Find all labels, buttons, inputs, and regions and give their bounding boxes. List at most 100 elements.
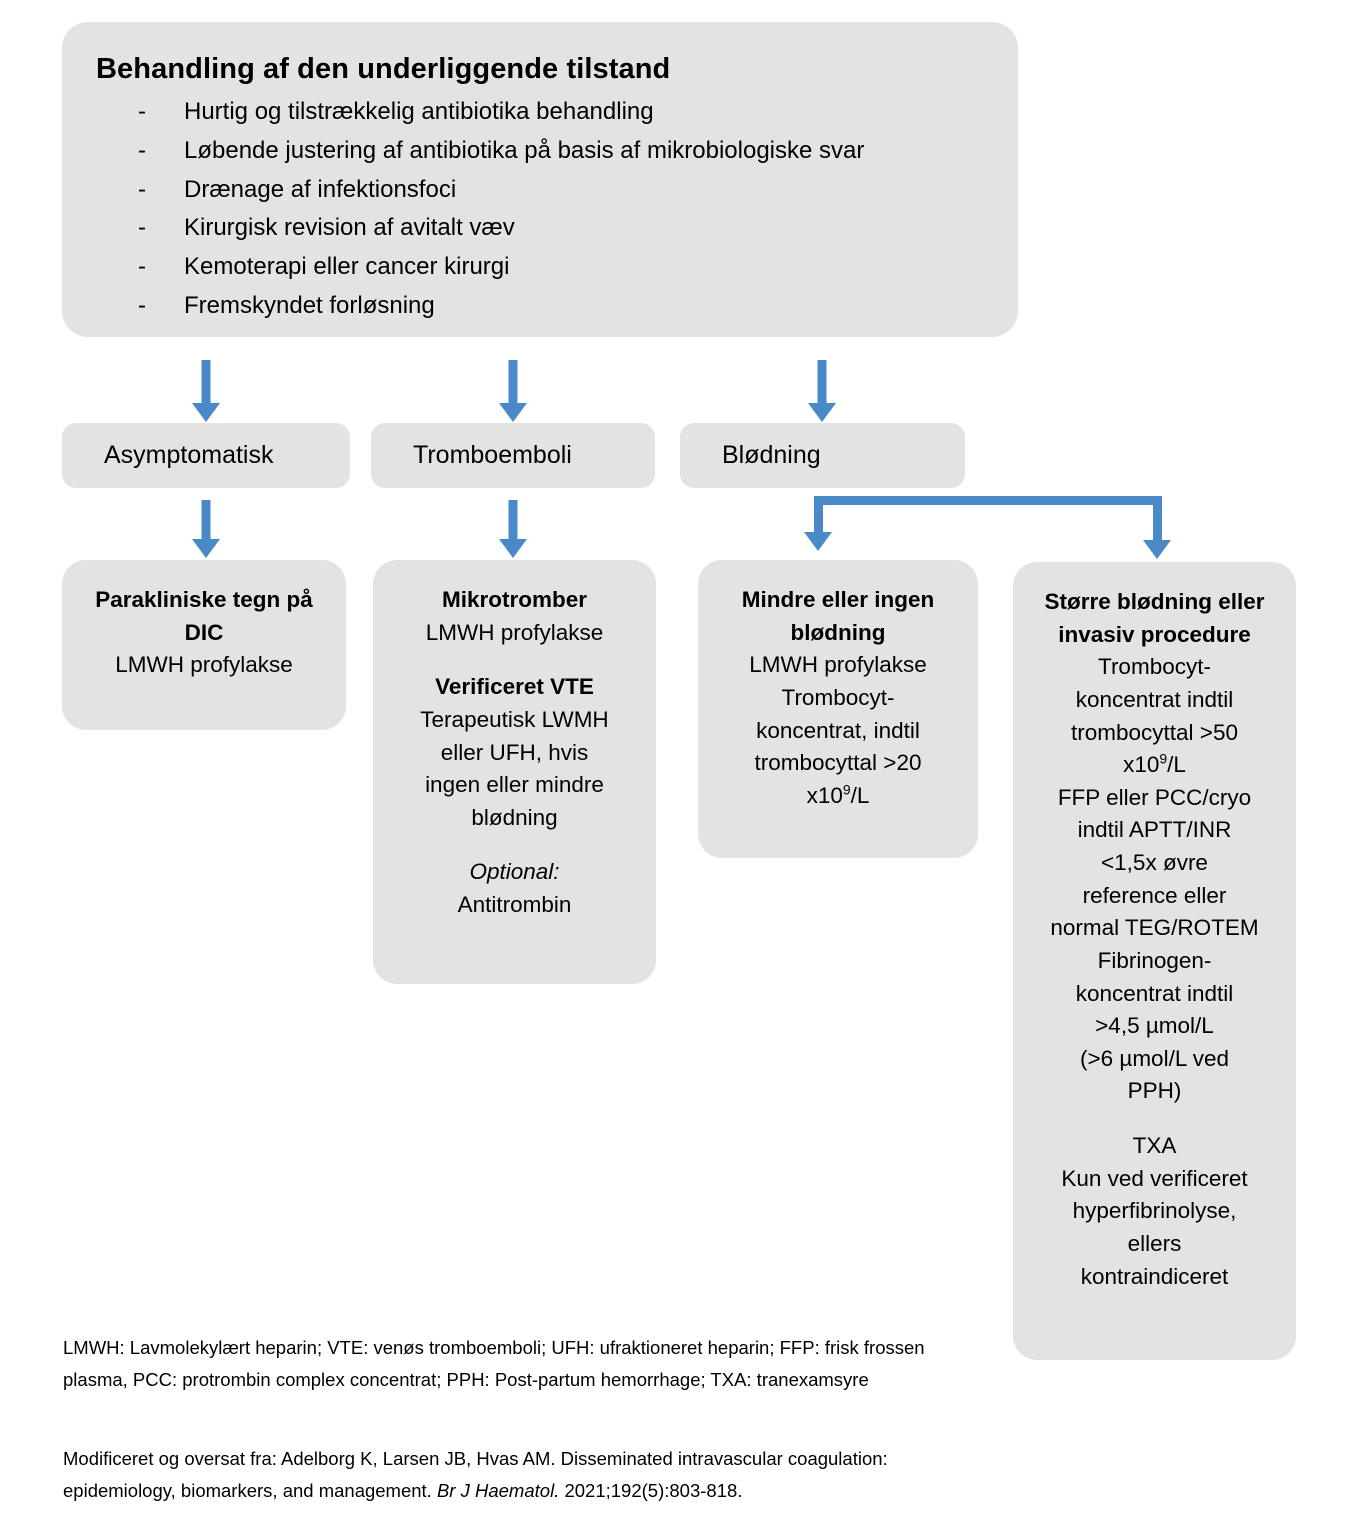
detail-line: blødning <box>471 804 558 830</box>
arrow-stem <box>201 360 211 404</box>
list-item-label: Drænage af infektionsfoci <box>184 175 457 203</box>
list-item-label: Fremskyndet forløsning <box>184 292 435 320</box>
detail-line: trombocyttal >50 <box>1071 719 1238 745</box>
detail-line: PPH) <box>1127 1078 1182 1104</box>
unit-prefix: x10 <box>1123 752 1160 778</box>
detail-line: Terapeutisk LWMH <box>420 706 609 732</box>
arrow-blodning-split <box>804 496 1171 562</box>
list-item-label: Kemoterapi eller cancer kirurgi <box>184 253 510 281</box>
detail-line: LMWH profylakse <box>425 619 604 645</box>
detail-line: indtil APTT/INR <box>1077 817 1232 843</box>
detail-line: ellers <box>1127 1230 1182 1256</box>
detail-line: TXA <box>1132 1133 1177 1158</box>
detail-line: koncentrat indtil <box>1075 686 1234 712</box>
detail-box-parakliniske: Parakliniske tegn på DIC LMWH profylakse <box>62 560 346 730</box>
arrow-head <box>499 539 527 558</box>
detail-line: LMWH profylakse <box>749 652 927 678</box>
arrow-head <box>499 403 527 422</box>
detail-line: koncentrat indtil <box>1075 980 1234 1006</box>
detail-line: LMWH profylakse <box>115 652 293 678</box>
detail-line: FFP eller PCC/cryo <box>1057 784 1252 810</box>
bullet-dash: - <box>138 175 146 203</box>
footnote-abbreviations: LMWH: Lavmolekylært heparin; VTE: venøs … <box>63 1337 925 1390</box>
list-item: - Kemoterapi eller cancer kirurgi <box>138 248 984 287</box>
detail-box-mindre-blodning: Mindre eller ingen blødning LMWH profyla… <box>698 560 978 858</box>
detail-line: Trombocyt- <box>781 684 895 710</box>
arrow-head <box>192 403 220 422</box>
detail-optional-value: Antitrombin <box>457 892 572 917</box>
arrow-right-drop <box>1153 496 1162 541</box>
detail-line: ingen eller mindre <box>425 772 604 798</box>
unit-prefix: x10 <box>806 782 843 808</box>
detail-line: hyperfibrinolyse, <box>1072 1198 1237 1224</box>
arrow-asymptomatisk-to-parakliniske <box>181 500 231 560</box>
arrow-head <box>808 403 836 422</box>
category-box-asymptomatisk: Asymptomatisk <box>62 423 350 488</box>
detail-line: koncentrat, indtil <box>756 717 920 743</box>
list-item: - Drænage af infektionsfoci <box>138 171 984 210</box>
detail-line: normal TEG/ROTEM <box>1050 915 1259 941</box>
treatment-box: Behandling af den underliggende tilstand… <box>62 22 1018 337</box>
category-label-tromboemboli: Tromboemboli <box>413 441 572 469</box>
category-box-tromboemboli: Tromboemboli <box>371 423 655 488</box>
footnote-source-prefix: Modificeret og oversat fra: Adelborg K, … <box>63 1448 888 1501</box>
arrow-stem <box>508 500 518 540</box>
detail-line: (>6 µmol/L ved <box>1079 1045 1230 1071</box>
arrow-treatment-to-blodning <box>797 360 847 422</box>
category-label-blodning: Blødning <box>722 441 821 469</box>
detail-line: >4,5 µmol/L <box>1095 1013 1214 1039</box>
footnote-source-suffix: 2021;192(5):803-818. <box>559 1479 743 1501</box>
detail-heading-mindre-blodning: Mindre eller ingen blødning <box>741 587 935 645</box>
arrow-horizontal-segment <box>814 496 1162 505</box>
detail-heading-parakliniske: Parakliniske tegn på DIC <box>95 587 313 645</box>
list-item: - Kirurgisk revision af avitalt væv <box>138 209 984 248</box>
treatment-bullet-list: - Hurtig og tilstrækkelig antibiotika be… <box>96 93 984 326</box>
arrow-treatment-to-tromboemboli <box>488 360 538 422</box>
detail-line: reference eller <box>1082 882 1227 908</box>
bullet-dash: - <box>138 292 146 320</box>
unit-suffix: /L <box>1167 752 1186 778</box>
detail-line: eller UFH, hvis <box>440 739 589 765</box>
arrow-stem <box>201 500 211 540</box>
unit-superscript: 9 <box>842 781 851 798</box>
footnote-source: Modificeret og oversat fra: Adelborg K, … <box>63 1443 943 1507</box>
spacer <box>389 834 640 856</box>
detail-optional-label: Optional: <box>469 859 560 885</box>
arrow-tromboemboli-to-mikrotromber <box>488 500 538 560</box>
detail-unit: x109/L <box>806 781 870 808</box>
detail-heading-mikrotromber: Mikrotromber <box>441 587 588 612</box>
list-item: - Fremskyndet forløsning <box>138 287 984 326</box>
detail-line: trombocyttal >20 <box>754 750 922 776</box>
category-label-asymptomatisk: Asymptomatisk <box>104 441 274 469</box>
detail-line: Fibrinogen- <box>1097 947 1212 973</box>
list-item: - Løbende justering af antibiotika på ba… <box>138 132 984 171</box>
arrow-stem <box>508 360 518 404</box>
bullet-dash: - <box>138 97 146 125</box>
arrow-treatment-to-asymptomatisk <box>181 360 231 422</box>
footnote-source-journal: Br J Haematol. <box>436 1479 560 1501</box>
detail-unit: x109/L <box>1123 752 1186 777</box>
category-box-blodning: Blødning <box>680 423 965 488</box>
bullet-dash: - <box>138 136 146 164</box>
arrow-head-right <box>1143 540 1171 559</box>
bullet-dash: - <box>138 253 146 281</box>
list-item: - Hurtig og tilstrækkelig antibiotika be… <box>138 93 984 132</box>
list-item-label: Løbende justering af antibiotika på basi… <box>184 136 865 164</box>
arrow-stem <box>817 360 827 404</box>
unit-superscript: 9 <box>1159 750 1168 767</box>
list-item-label: Hurtig og tilstrækkelig antibiotika beha… <box>184 97 654 125</box>
arrow-left-drop <box>814 496 823 533</box>
unit-suffix: /L <box>850 782 870 808</box>
detail-line: Trombocyt- <box>1098 654 1211 680</box>
arrow-head-left <box>804 532 832 551</box>
spacer <box>1029 1108 1280 1130</box>
detail-line: Kun ved verificeret <box>1061 1165 1248 1191</box>
spacer <box>389 649 640 671</box>
detail-box-mikrotromber: Mikrotromber LMWH profylakse Verificeret… <box>373 560 656 984</box>
list-item-label: Kirurgisk revision af avitalt væv <box>184 214 515 242</box>
detail-heading-storre-blodning: Større blødning eller invasiv procedure <box>1044 589 1265 647</box>
bullet-dash: - <box>138 214 146 242</box>
detail-line: <1,5x øvre <box>1101 850 1208 875</box>
detail-heading-verificeret-vte: Verificeret VTE <box>435 674 594 700</box>
